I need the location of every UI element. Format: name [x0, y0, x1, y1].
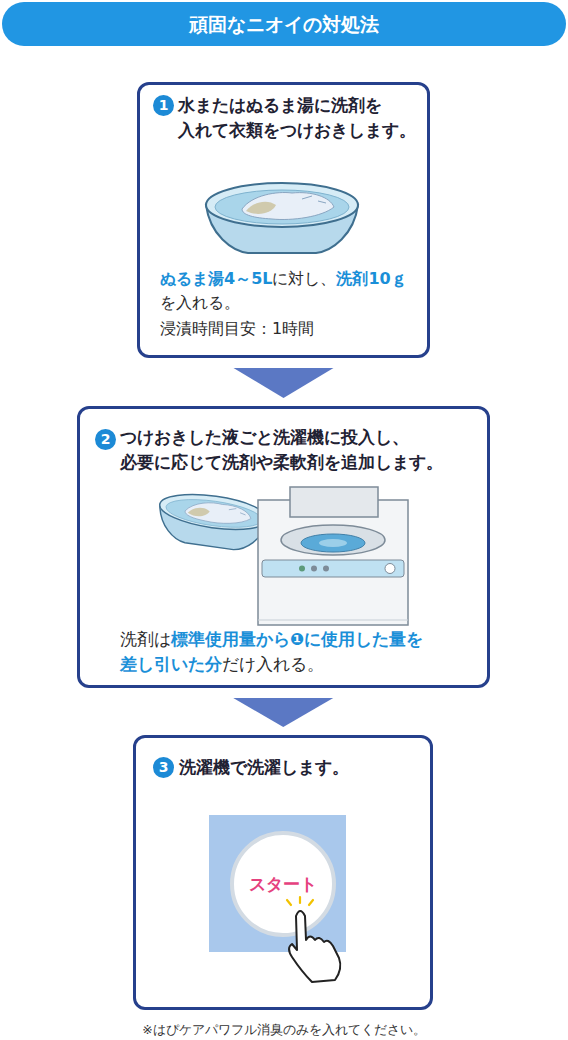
text-line: 浸漬時間目安：1時間	[160, 317, 422, 341]
text-line: 必要に応じて洗剤や柔軟剤を追加します。	[120, 450, 482, 475]
text-line: つけおきした液ごと洗濯機に投入し、	[120, 425, 482, 450]
footnote: ※はぴケアパワフル消臭のみを入れてください。	[142, 1022, 425, 1039]
text-run: 入れて衣類をつけおきします。	[178, 120, 416, 140]
text-line: 洗剤は標準使用量から❶に使用した量を	[120, 627, 482, 652]
text-run: に対し、	[272, 269, 336, 288]
text-line: 差し引いた分だけ入れる。	[120, 652, 482, 677]
text-run: ぬるま湯4～5L	[160, 269, 272, 288]
text-run: だけ入れる。	[222, 654, 324, 674]
callout-number: 2	[95, 429, 116, 450]
flow-arrow	[234, 368, 334, 398]
text-line: 水またはぬるま湯に洗剤を	[178, 93, 426, 118]
text-run: 差し引いた分	[120, 654, 222, 674]
text-run: を入れる。	[160, 293, 240, 312]
text-run: 必要に応じて洗剤や柔軟剤を追加します。	[120, 452, 443, 472]
step-box: 1水またはぬるま湯に洗剤を 入れて衣類をつけおきします。ぬるま湯4～5Lに対し、…	[137, 82, 430, 358]
start-button-illustration	[209, 815, 346, 982]
text-run: 浸漬時間目安：1時間	[160, 319, 314, 338]
button-label: スタート	[249, 873, 317, 896]
text-run: 洗剤は	[120, 629, 171, 649]
callout-number: 1	[153, 95, 174, 116]
text-run: 標準使用量から❶に使用した量を	[171, 629, 423, 649]
text-run: 水またはぬるま湯に洗剤を	[178, 95, 382, 115]
washing-machine	[258, 487, 408, 625]
text-run: 洗剤10ｇ	[336, 269, 406, 288]
callout-number: 3	[153, 757, 174, 778]
basin-illustration	[206, 183, 358, 253]
step-heading: 水またはぬるま湯に洗剤を 入れて衣類をつけおきします。	[178, 93, 426, 143]
text-run: 洗濯機で洗濯します。	[179, 757, 349, 777]
step-note: 洗剤は標準使用量から❶に使用した量を 差し引いた分だけ入れる。	[120, 627, 482, 677]
flow-arrow	[233, 698, 333, 727]
step-heading: 洗濯機で洗濯します。	[179, 755, 419, 780]
step-note: 浸漬時間目安：1時間	[160, 317, 422, 341]
step-box: 3洗濯機で洗濯します。	[133, 735, 433, 1010]
step-note: ぬるま湯4～5Lに対し、洗剤10ｇ を入れる。	[160, 267, 422, 315]
text-line: ぬるま湯4～5Lに対し、洗剤10ｇ	[160, 267, 422, 291]
basin-illustration	[155, 489, 270, 554]
text-line: 入れて衣類をつけおきします。	[178, 118, 426, 143]
title-bar: 頑固なニオイの対処法	[2, 2, 566, 46]
text-run: つけおきした液ごと洗濯機に投入し、	[120, 427, 409, 447]
step-box: 2つけおきした液ごと洗濯機に投入し、 必要に応じて洗剤や柔軟剤を追加します。洗剤…	[77, 406, 490, 688]
title: 頑固なニオイの対処法	[2, 2, 566, 46]
text-line: 洗濯機で洗濯します。	[179, 755, 419, 780]
step-heading: つけおきした液ごと洗濯機に投入し、 必要に応じて洗剤や柔軟剤を追加します。	[120, 425, 482, 475]
text-line: を入れる。	[160, 291, 422, 315]
